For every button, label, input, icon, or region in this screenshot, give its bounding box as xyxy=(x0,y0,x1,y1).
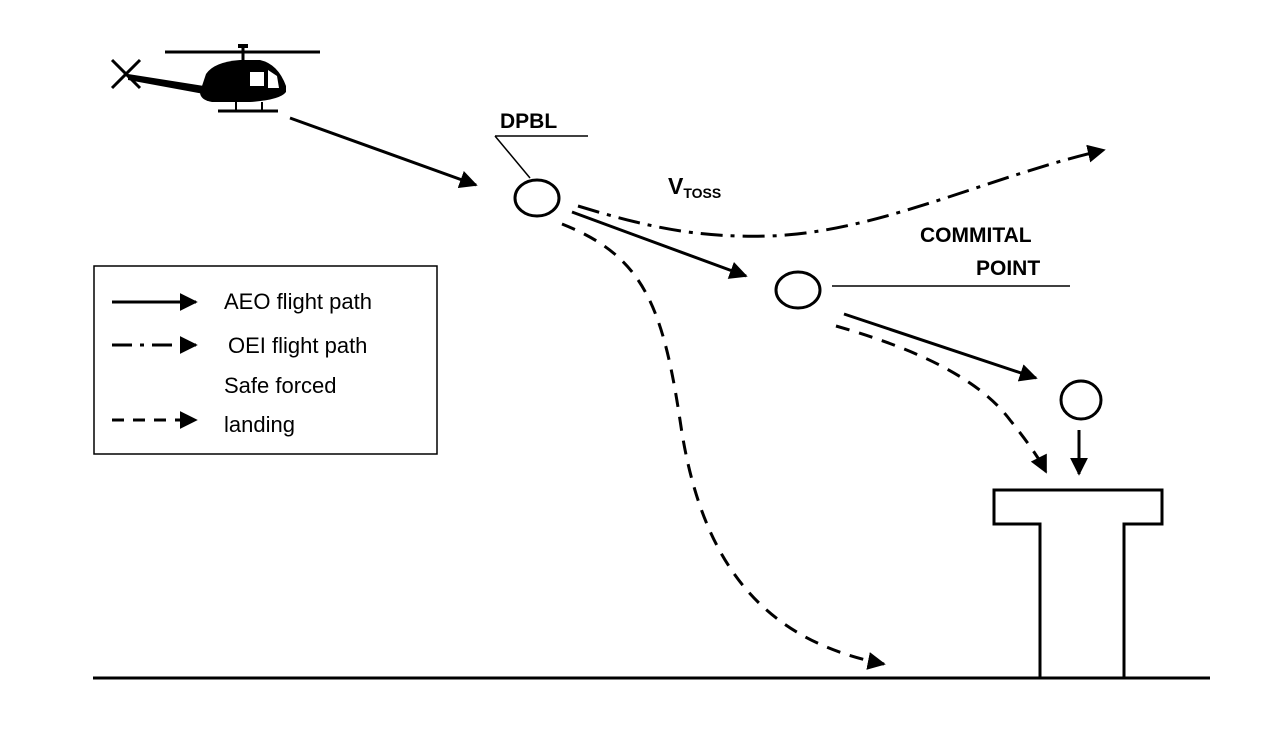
commital-label-line2: POINT xyxy=(976,257,1040,280)
safe-landing-path-short xyxy=(835,324,1048,474)
vtoss-main: V xyxy=(668,173,684,199)
legend-box: AEO flight path OEI flight path Safe for… xyxy=(93,265,438,455)
safe-landing-path-long xyxy=(561,222,886,670)
legend-oei-label: OEI flight path xyxy=(228,333,367,358)
dpbl-point-circle xyxy=(513,178,561,218)
commital-label-line1: COMMITAL xyxy=(920,224,1032,247)
legend-safe-label-line1: Safe forced xyxy=(224,373,337,398)
dpbl-label: DPBL xyxy=(500,110,557,133)
vtoss-subscript: TOSS xyxy=(683,185,721,201)
helipad-platform xyxy=(992,488,1164,680)
hover-point-circle xyxy=(1059,379,1103,421)
legend-aeo-label: AEO flight path xyxy=(224,289,372,314)
aeo-path-segment-3 xyxy=(843,312,1038,382)
oei-flight-path xyxy=(577,144,1106,238)
dpbl-leader-line xyxy=(494,135,531,179)
vtoss-label: VTOSS xyxy=(668,173,721,201)
aeo-path-segment-2 xyxy=(571,210,748,279)
legend-safe-label-line2: landing xyxy=(224,412,295,437)
aeo-path-segment-1 xyxy=(289,116,478,188)
commital-point-circle xyxy=(774,270,822,310)
helicopter-icon xyxy=(110,44,320,113)
